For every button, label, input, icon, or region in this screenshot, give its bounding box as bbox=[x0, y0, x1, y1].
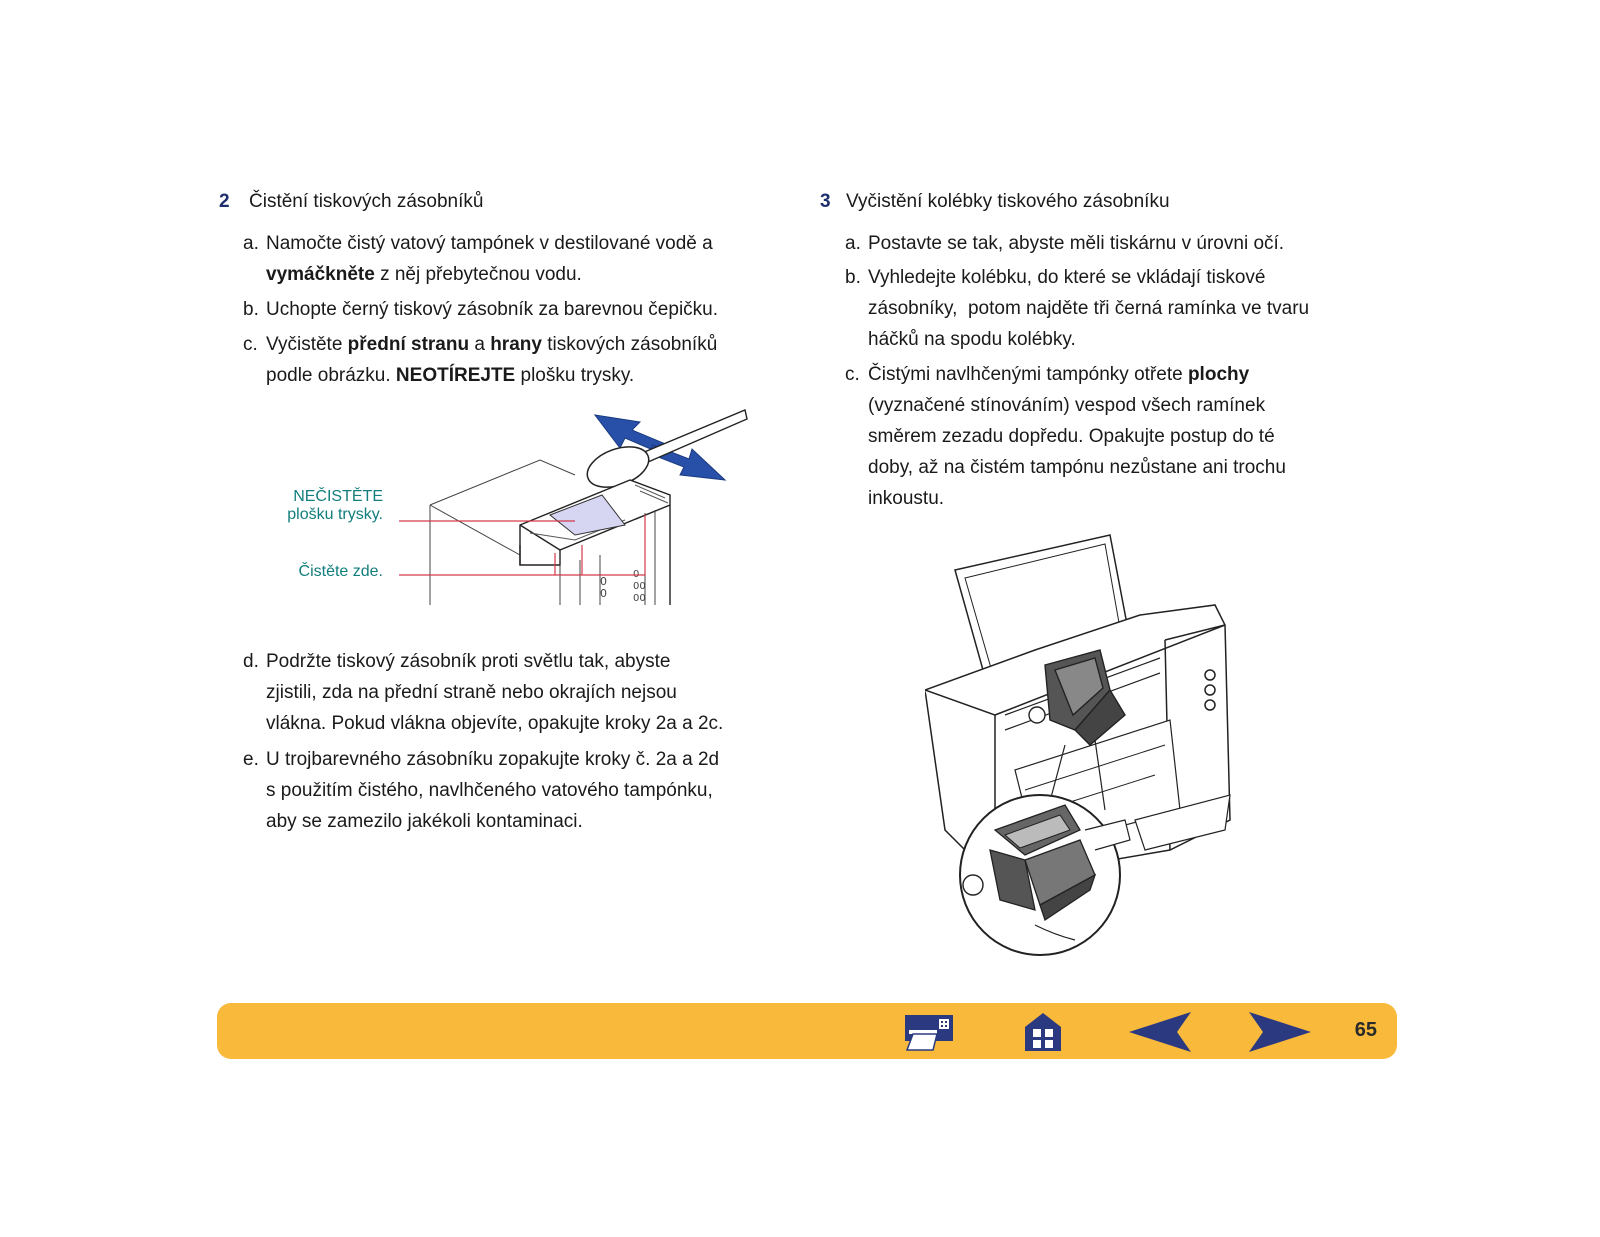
text: tiskových zásobníků bbox=[541, 334, 718, 355]
text-line: zásobníky, potom najděte tři černá ramín… bbox=[868, 298, 1310, 319]
callout-line-clean bbox=[399, 515, 646, 576]
text: plošku trysky. bbox=[515, 365, 635, 386]
text-line: Postavte se tak, abyste měli tiskárnu v … bbox=[868, 233, 1285, 254]
svg-text:0: 0 bbox=[600, 575, 607, 588]
text-line: (vyznačené stínováním) vespod všech ramí… bbox=[868, 395, 1266, 416]
text-line: Vyčistěte přední stranu a hrany tiskovýc… bbox=[266, 329, 717, 360]
text: Čistými navlhčenými tampónky otřete bbox=[868, 364, 1188, 385]
text-line: s použitím čistého, navlhčeného vatového… bbox=[266, 780, 713, 801]
cradle-detail-zoom bbox=[959, 794, 1131, 956]
text-line: směrem zezadu dopředu. Opakujte postup d… bbox=[868, 426, 1275, 447]
nozzle-plate bbox=[549, 494, 626, 536]
step-2-title: 2 Čistění tiskových zásobníků bbox=[219, 190, 483, 214]
item-letter: a. bbox=[243, 233, 259, 254]
item-letter: c. bbox=[243, 334, 258, 355]
previous-arrow-icon[interactable] bbox=[1127, 1010, 1193, 1054]
item-letter: d. bbox=[243, 651, 259, 672]
text-line: Čistými navlhčenými tampónky otřete ploc… bbox=[868, 359, 1286, 390]
step-3-title: 3 Vyčistění kolébky tiskového zásobníku bbox=[820, 190, 1170, 214]
callout-text: Čistěte zde. bbox=[298, 563, 383, 580]
cartridge-cradle bbox=[1028, 649, 1126, 746]
page-number: 65 bbox=[1354, 1019, 1377, 1041]
svg-text:00: 00 bbox=[633, 593, 646, 604]
printer-illustration bbox=[925, 530, 1255, 965]
item-letter: c. bbox=[845, 364, 860, 385]
item-letter: a. bbox=[845, 233, 861, 254]
callout-clean-here: Čistěte zde. bbox=[299, 563, 383, 581]
svg-text:0: 0 bbox=[600, 587, 607, 600]
bold-text: NEOTÍREJTE bbox=[395, 365, 516, 386]
svg-text:00: 00 bbox=[633, 581, 646, 592]
text-line: aby se zamezilo jakékoli kontaminaci. bbox=[266, 811, 583, 832]
callout-text: NEČISTĚTE bbox=[293, 488, 383, 505]
footer-navigation-bar: 65 bbox=[217, 1003, 1397, 1059]
text-line: Namočte čistý vatový tampónek v destilov… bbox=[266, 233, 713, 254]
step-title-text: Vyčistění kolébky tiskového zásobníku bbox=[846, 191, 1170, 212]
text: Vyčistěte bbox=[266, 334, 348, 355]
text: z něj přebytečnou vodu. bbox=[374, 264, 582, 285]
text-line: doby, až na čistém tampónu nezůstane ani… bbox=[868, 457, 1286, 478]
item-letter: e. bbox=[243, 749, 259, 770]
step-title-text: Čistění tiskových zásobníků bbox=[249, 191, 484, 212]
text-line: Vyhledejte kolébku, do které se vkládají… bbox=[868, 267, 1266, 288]
text: podle obrázku. bbox=[266, 365, 396, 386]
text-line: Uchopte černý tiskový zásobník za barevn… bbox=[266, 299, 719, 320]
bold-text: přední stranu bbox=[347, 334, 470, 355]
text-line: inkoustu. bbox=[868, 488, 945, 509]
text: a bbox=[469, 334, 491, 355]
next-arrow-icon[interactable] bbox=[1247, 1010, 1313, 1054]
callout-text: plošku trysky. bbox=[287, 506, 383, 523]
cartridge-illustration: 0 0 0 00 00 bbox=[380, 405, 760, 610]
item-letter: b. bbox=[243, 299, 259, 320]
bold-text: vymáčkněte bbox=[266, 264, 375, 285]
home-icon[interactable] bbox=[1023, 1011, 1063, 1053]
text-line: vymáčkněte z něj přebytečnou vodu. bbox=[266, 259, 713, 290]
printer-icon[interactable] bbox=[903, 1012, 955, 1052]
step-number: 2 bbox=[219, 191, 230, 212]
text-line: U trojbarevného zásobníku zopakujte krok… bbox=[266, 749, 720, 770]
text-line: háčků na spodu kolébky. bbox=[868, 329, 1076, 350]
item-letter: b. bbox=[845, 267, 861, 288]
bold-text: plochy bbox=[1187, 364, 1250, 385]
text-line: podle obrázku. NEOTÍREJTE plošku trysky. bbox=[266, 360, 717, 391]
text-line: Podržte tiskový zásobník proti světlu ta… bbox=[266, 651, 671, 672]
callout-do-not-clean: NEČISTĚTE plošku trysky. bbox=[287, 488, 383, 524]
bold-text: hrany bbox=[490, 334, 542, 355]
text-line: zjistili, zda na přední straně nebo okra… bbox=[266, 682, 677, 703]
text-line: vlákna. Pokud vlákna objevíte, opakujte … bbox=[266, 713, 724, 734]
step-number: 3 bbox=[820, 191, 831, 212]
